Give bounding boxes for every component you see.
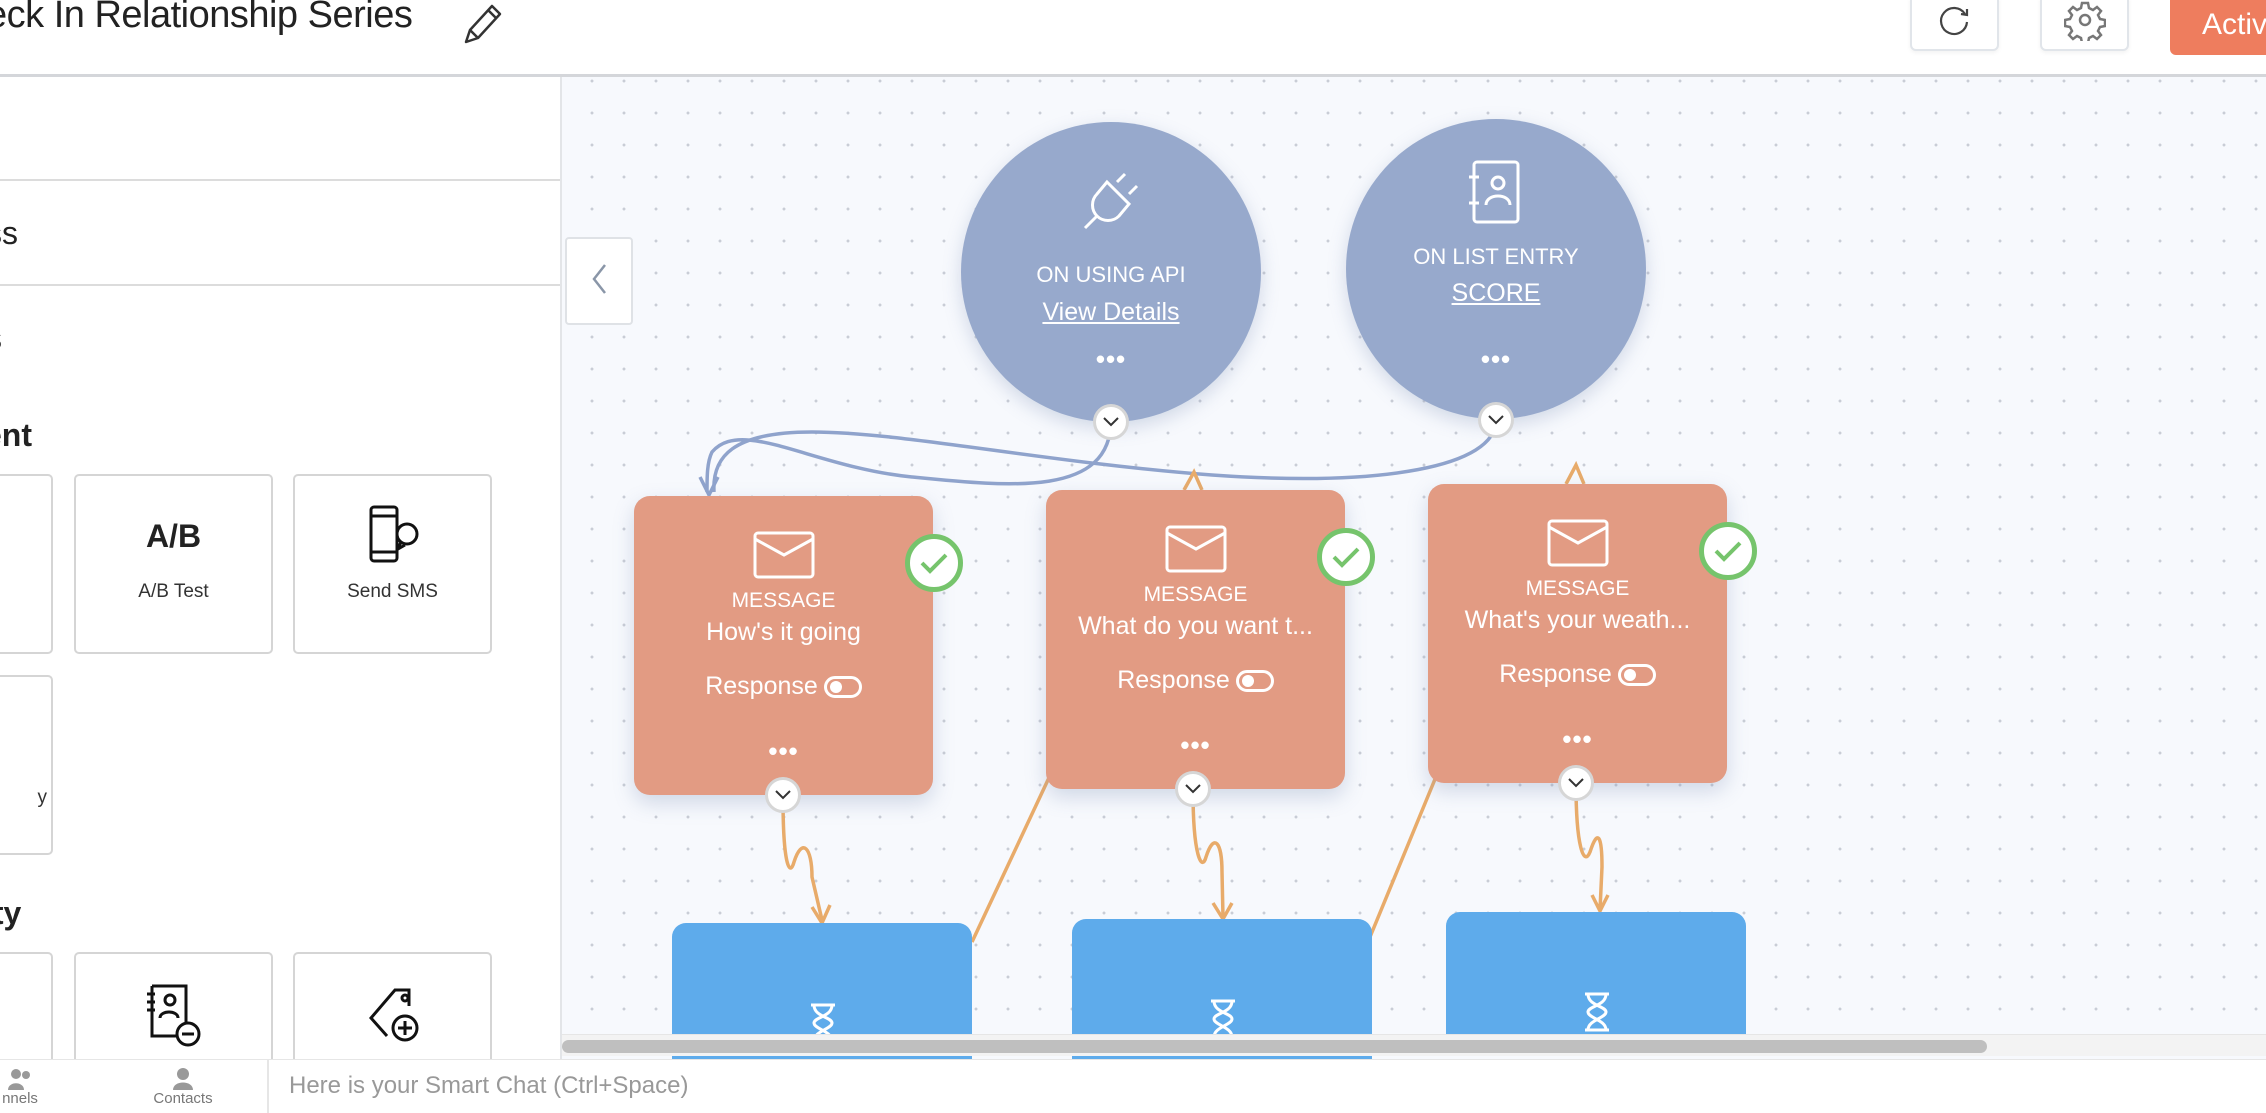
channels-icon xyxy=(8,1068,32,1090)
message-node[interactable]: MESSAGE What's your weath... Response ••… xyxy=(1428,484,1757,783)
component-tile[interactable] xyxy=(0,474,53,654)
workflow-canvas[interactable]: ON USING API View Details ••• ON LIST EN… xyxy=(562,77,2266,1059)
trigger-on-using-api[interactable]: ON USING API View Details ••• xyxy=(961,122,1261,422)
response-label: Response xyxy=(1499,660,1612,688)
more-options-icon[interactable]: ••• xyxy=(1095,344,1127,374)
connector-wait2-to-message3 xyxy=(1368,766,1442,938)
component-tile[interactable]: y xyxy=(0,675,53,855)
section-heading: ent xyxy=(0,417,32,453)
horizontal-scrollbar[interactable] xyxy=(562,1034,2266,1056)
response-toggle[interactable] xyxy=(1617,663,1656,686)
tab-label: Contacts xyxy=(153,1090,213,1107)
components-panel: r ss s ent A/B A/B Test Send SMS y ity xyxy=(0,77,562,1059)
tile-label: A/B Test xyxy=(138,581,209,602)
message-kind: MESSAGE xyxy=(731,589,836,612)
response-toggle[interactable] xyxy=(1235,669,1274,692)
chevron-down-icon[interactable] xyxy=(765,777,801,813)
tab-label: nnels xyxy=(2,1090,38,1107)
check-icon xyxy=(905,534,963,592)
remove-contact-tile[interactable] xyxy=(74,952,273,1059)
scrollbar-thumb[interactable] xyxy=(562,1040,1987,1053)
chevron-left-icon xyxy=(589,262,609,301)
ab-test-tile[interactable]: A/B A/B Test xyxy=(74,474,273,654)
response-toggle-row: Response xyxy=(1046,666,1345,695)
activate-button[interactable]: Activ xyxy=(2170,0,2266,55)
response-label: Response xyxy=(1117,666,1230,694)
accordion-label: ss xyxy=(0,215,18,251)
score-link[interactable]: SCORE xyxy=(1451,279,1541,307)
envelope-icon xyxy=(1547,519,1609,572)
collapse-panel-button[interactable] xyxy=(565,237,633,325)
message-subject: How's it going xyxy=(706,618,861,646)
accordion-1[interactable]: r xyxy=(0,77,560,181)
chevron-down-icon[interactable] xyxy=(1558,765,1594,801)
section-heading: ity xyxy=(0,895,22,931)
more-options-icon[interactable]: ••• xyxy=(768,736,799,766)
channels-tab[interactable]: nnels xyxy=(0,1060,70,1113)
chevron-down-icon[interactable] xyxy=(1175,771,1211,807)
trigger-on-list-entry[interactable]: ON LIST ENTRY SCORE ••• xyxy=(1346,119,1646,419)
ab-icon: A/B xyxy=(145,518,202,554)
add-tag-tile[interactable] xyxy=(293,952,492,1059)
connector-message1-to-wait1 xyxy=(781,796,824,921)
trigger-title: ON USING API xyxy=(1036,262,1186,287)
accordion-label: s xyxy=(0,320,2,357)
edit-pencil-icon[interactable] xyxy=(458,0,508,55)
message-node[interactable]: MESSAGE What do you want t... Response •… xyxy=(1046,490,1375,789)
chevron-down-icon[interactable] xyxy=(1093,404,1129,440)
component-tile[interactable] xyxy=(0,952,53,1059)
message-subject: What do you want t... xyxy=(1078,612,1313,640)
message-subject: What's your weath... xyxy=(1464,606,1691,634)
message-kind: MESSAGE xyxy=(1143,583,1248,606)
response-toggle-row: Response xyxy=(634,672,933,701)
tile-label: y xyxy=(37,787,48,808)
tile-label: Send SMS xyxy=(347,581,438,602)
connector-wait1-to-message2 xyxy=(970,766,1056,943)
connector-list-to-message1 xyxy=(712,419,1498,493)
accordion-2[interactable]: ss xyxy=(0,181,560,286)
envelope-icon xyxy=(1165,525,1227,578)
more-options-icon[interactable]: ••• xyxy=(1562,724,1593,754)
plug-icon xyxy=(1079,172,1143,241)
accordion-3[interactable]: s xyxy=(0,286,560,396)
message-kind: MESSAGE xyxy=(1525,577,1630,600)
envelope-icon xyxy=(753,531,815,584)
connector-message3-to-wait3 xyxy=(1574,783,1604,911)
contact-remove-icon xyxy=(144,984,208,1053)
connector-api-to-message1 xyxy=(705,419,1113,493)
contact-book-icon xyxy=(1466,159,1522,230)
chevron-down-icon[interactable] xyxy=(1478,402,1514,438)
more-options-icon[interactable]: ••• xyxy=(1480,344,1512,374)
response-toggle[interactable] xyxy=(823,675,862,698)
refresh-icon xyxy=(1937,2,1973,43)
phone-chat-icon xyxy=(365,504,425,571)
wait-node[interactable] xyxy=(1446,912,1746,1052)
check-icon xyxy=(1317,528,1375,586)
check-icon xyxy=(1699,522,1757,580)
tag-add-icon xyxy=(365,984,429,1053)
connector-message2-to-wait2 xyxy=(1191,789,1225,918)
send-sms-tile[interactable]: Send SMS xyxy=(293,474,492,654)
message-node[interactable]: MESSAGE How's it going Response ••• xyxy=(634,496,963,795)
smart-chat-input[interactable]: Here is your Smart Chat (Ctrl+Space) xyxy=(267,1060,2266,1113)
view-details-link[interactable]: View Details xyxy=(1042,298,1180,326)
refresh-button[interactable] xyxy=(1910,0,1999,51)
bottom-bar: nnels Contacts Here is your Smart Chat (… xyxy=(0,1059,2266,1113)
hourglass-icon xyxy=(1582,992,1612,1037)
trigger-title: ON LIST ENTRY xyxy=(1413,244,1579,269)
contacts-tab[interactable]: Contacts xyxy=(133,1060,233,1113)
more-options-icon[interactable]: ••• xyxy=(1180,730,1211,760)
gear-icon xyxy=(2063,0,2106,46)
response-label: Response xyxy=(705,672,818,700)
response-toggle-row: Response xyxy=(1428,660,1727,689)
header: eck In Relationship Series Activ xyxy=(0,0,2266,77)
page-title: eck In Relationship Series xyxy=(0,0,413,36)
contact-icon xyxy=(171,1068,195,1090)
settings-button[interactable] xyxy=(2040,0,2129,51)
